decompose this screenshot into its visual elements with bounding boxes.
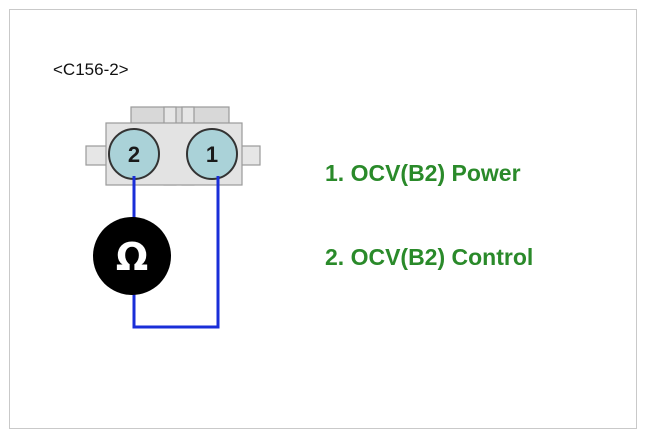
pin-legend: 1. OCV(B2) Power 2. OCV(B2) Control (325, 156, 533, 324)
pin-1-label: 1 (206, 142, 218, 167)
pin-2-label: 2 (128, 142, 140, 167)
connector-id-label: <C156-2> (53, 60, 129, 79)
ohmmeter: Ω (93, 217, 171, 295)
ohm-icon: Ω (116, 235, 148, 279)
ohmmeter-circle (93, 217, 171, 295)
wire-meter-to-pin1 (132, 176, 220, 329)
diagram-frame (9, 9, 637, 429)
pin-1-circle (186, 128, 238, 180)
legend-item-pin-2: 2. OCV(B2) Control (325, 244, 534, 270)
probe-wires (132, 176, 220, 329)
connector-pin-2: 2 (108, 128, 160, 180)
connector-pin-1: 1 (186, 128, 238, 180)
legend-item-pin-1: 1. OCV(B2) Power (325, 160, 521, 186)
